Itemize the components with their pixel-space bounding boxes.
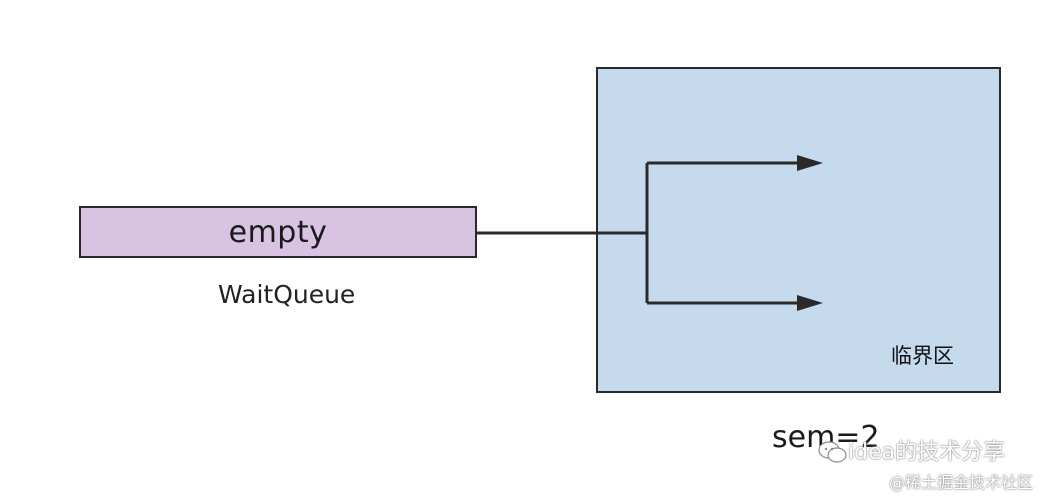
watermark-credit: @稀土掘金技术社区 [889,473,1034,492]
critical-section-box [596,67,1001,393]
watermark-title: idea的技术分享 [848,440,1006,465]
upper-arrowhead [797,155,823,171]
wait-queue-content: empty [228,214,328,250]
critical-section-label: 临界区 [891,344,954,368]
wechat-icon [818,441,847,463]
lower-arrowhead [797,295,823,311]
wait-queue-box: empty [79,206,477,258]
wait-queue-label: WaitQueue [218,280,356,309]
